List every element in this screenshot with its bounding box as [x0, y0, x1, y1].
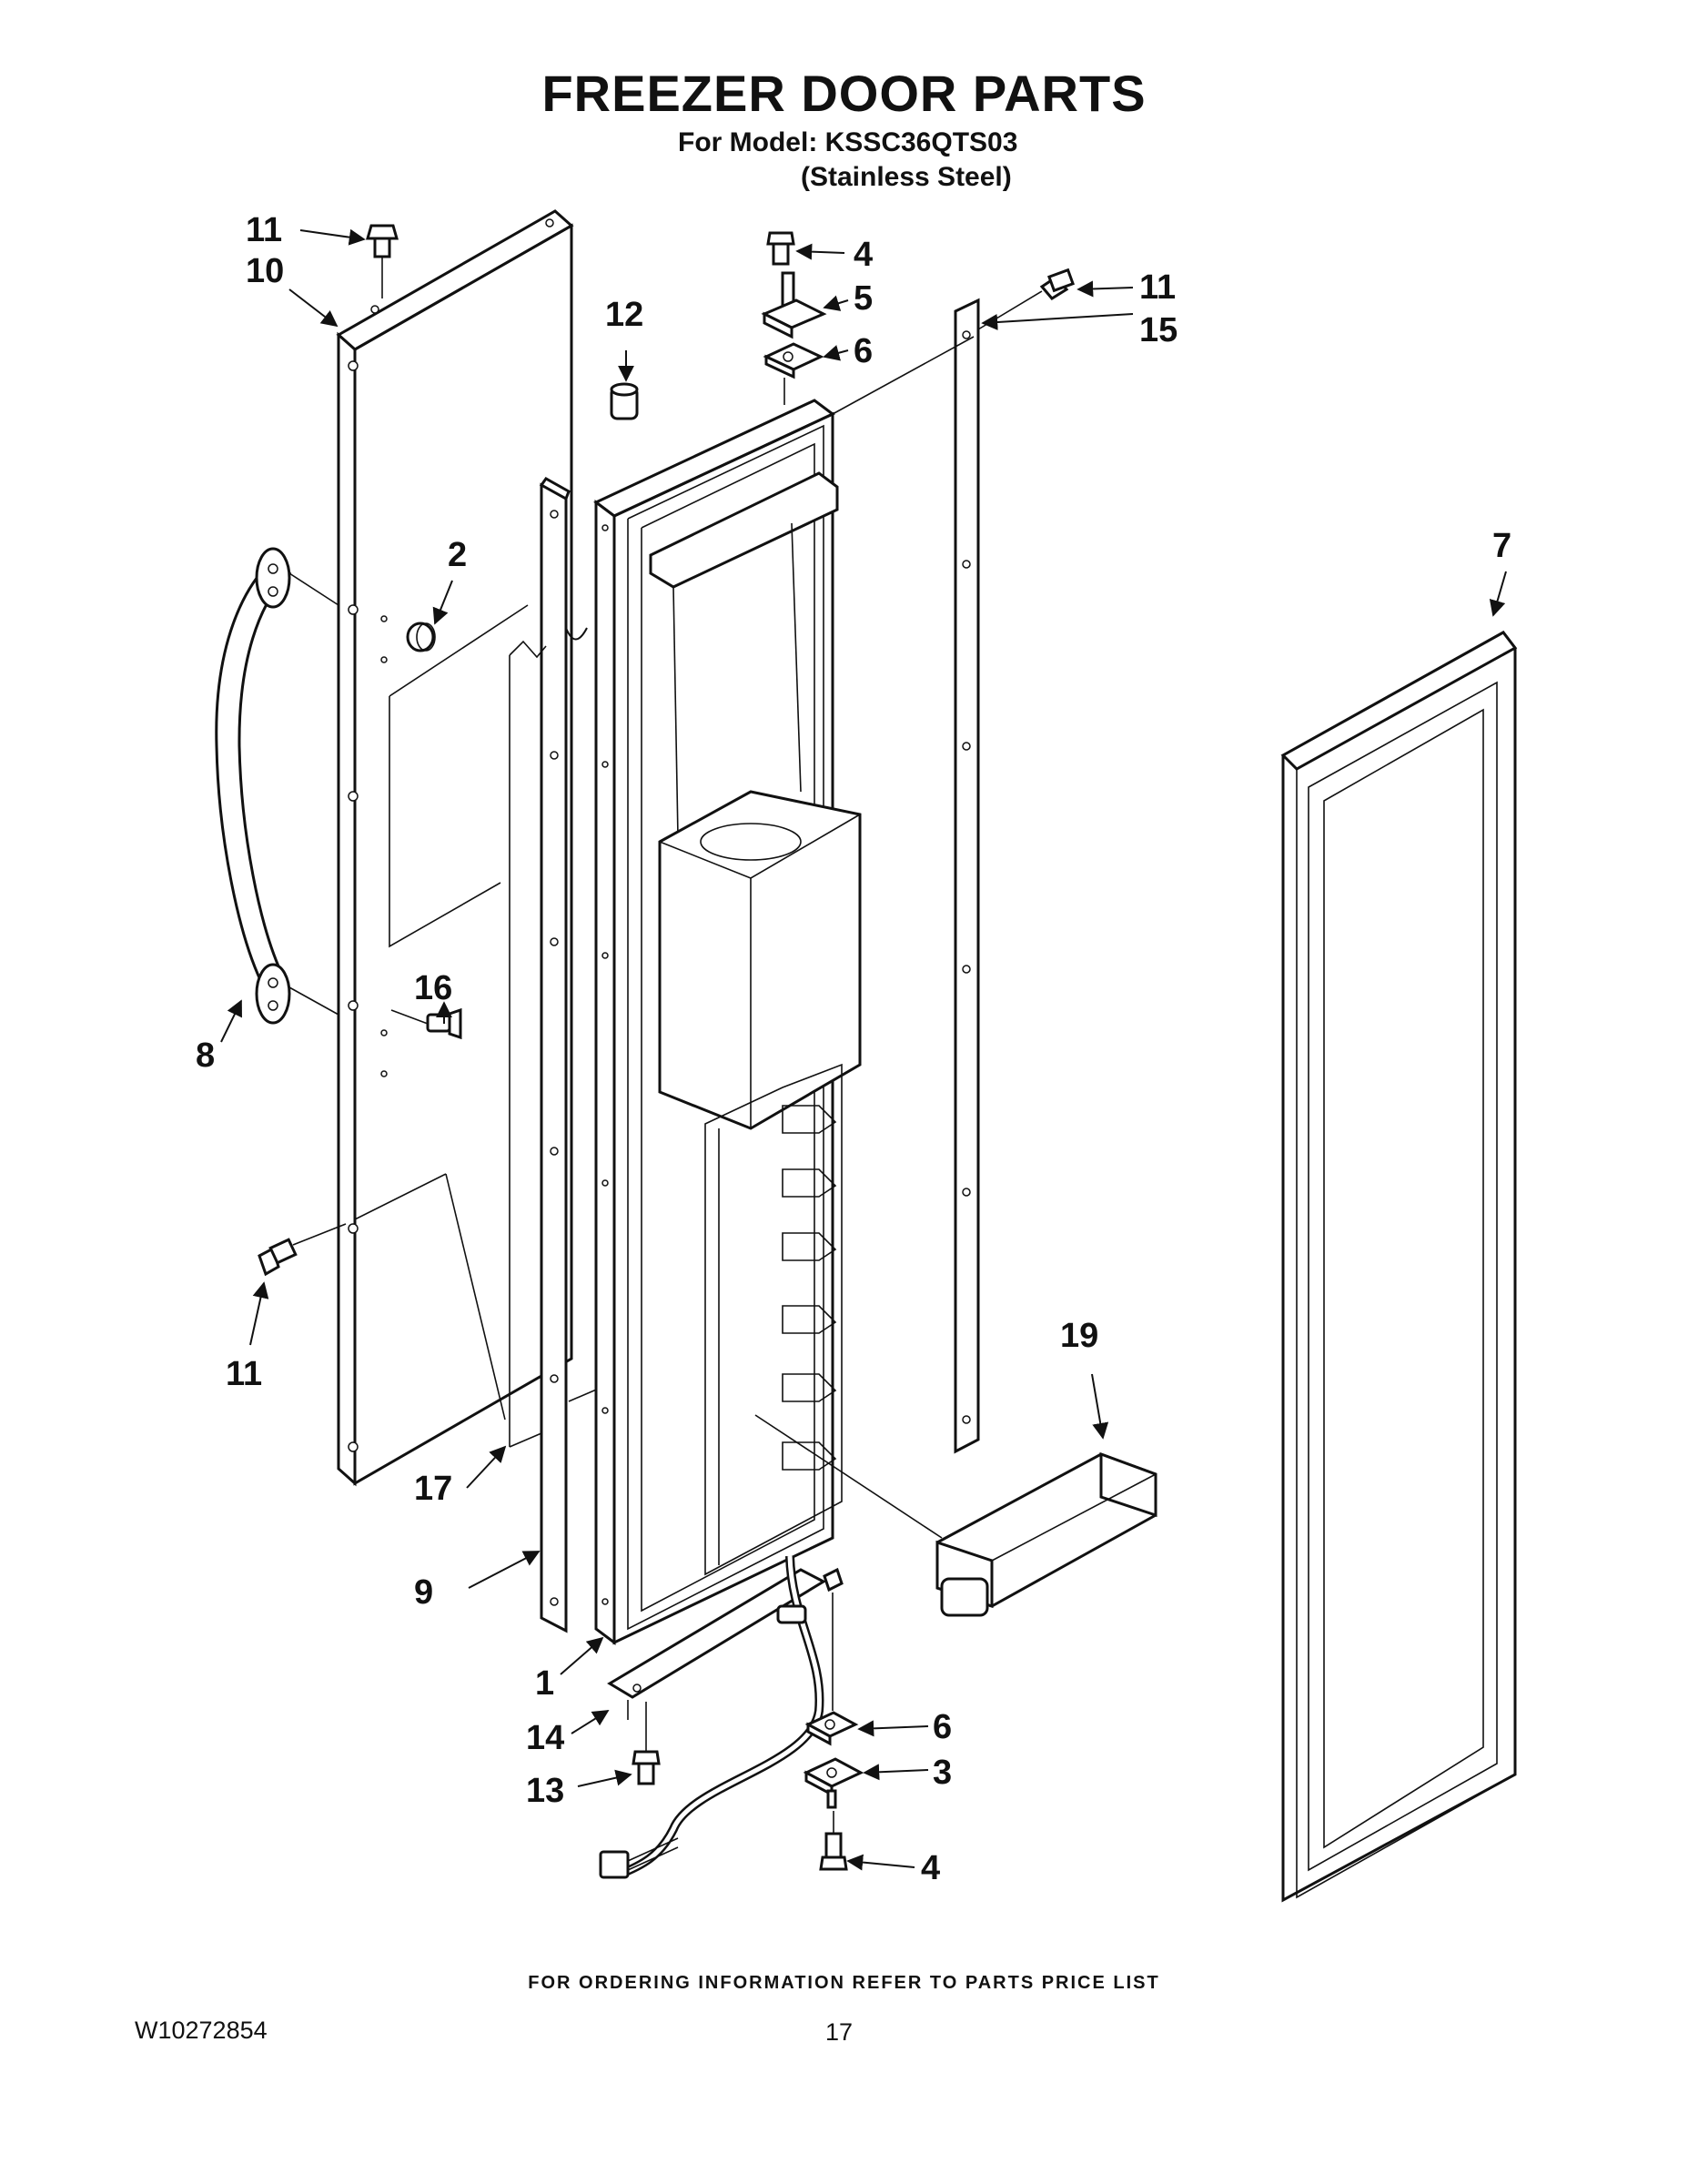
callout-11-top: 11 [246, 211, 282, 249]
part-5-top-hinge [761, 271, 827, 339]
callout-13: 13 [526, 1772, 564, 1810]
callout-17: 17 [414, 1470, 452, 1508]
part-9-trim-strip [539, 477, 588, 1633]
part-11-screw-right [973, 268, 1075, 333]
part-8-handle [215, 547, 339, 1025]
wire-harness [599, 1555, 824, 1879]
part-12-plug [610, 382, 639, 420]
callout-8: 8 [196, 1036, 215, 1075]
callout-9: 9 [414, 1573, 433, 1612]
callout-11-lower: 11 [226, 1355, 262, 1393]
part-14-bottom-bracket [607, 1568, 827, 1720]
callout-4-top: 4 [854, 236, 873, 274]
callout-4-bottom: 4 [921, 1849, 940, 1887]
part-3-bottom-hinge [803, 1757, 864, 1809]
part-1-door-liner [593, 399, 862, 1645]
ordering-note: FOR ORDERING INFORMATION REFER TO PARTS … [528, 1973, 1160, 1993]
part-2-bumper [406, 622, 436, 652]
callout-15: 15 [1139, 311, 1178, 349]
callout-3: 3 [933, 1754, 952, 1792]
part-11-screw-lower [258, 1223, 347, 1277]
part-11-screw-top [366, 224, 399, 298]
part-10-door-panel [336, 209, 574, 1487]
model-number: For Model: KSSC36QTS03 [678, 127, 1018, 157]
part-6-hinge-shim-bottom [804, 1711, 859, 1746]
part-6-hinge-shim-top [763, 342, 824, 379]
callout-10: 10 [246, 252, 284, 290]
callout-12: 12 [605, 296, 643, 334]
part-15-trim-strip [954, 298, 980, 1454]
part-7-door-gasket [1280, 631, 1518, 1903]
page-number: 17 [825, 2018, 854, 2046]
callout-labels: 11 10 12 4 5 6 11 15 2 7 16 8 11 19 17 9… [196, 211, 1511, 1887]
callout-16: 16 [414, 969, 452, 1007]
callout-19: 19 [1060, 1317, 1098, 1355]
callout-6-top: 6 [854, 332, 873, 370]
callout-2: 2 [448, 536, 467, 574]
leader-arrows [220, 228, 1507, 1871]
callout-11-right: 11 [1139, 268, 1176, 307]
callout-1: 1 [535, 1664, 554, 1703]
model-finish: (Stainless Steel) [801, 162, 1012, 192]
callout-14: 14 [526, 1719, 564, 1757]
callout-7: 7 [1492, 527, 1511, 565]
callout-5: 5 [854, 279, 873, 318]
part-4-hinge-screw-top [766, 231, 795, 266]
part-4-hinge-screw-bottom [819, 1811, 848, 1871]
part-19-door-bin [935, 1451, 1157, 1617]
document-number: W10272854 [135, 2017, 268, 2044]
part-13-screw [632, 1702, 661, 1785]
callout-6-bottom: 6 [933, 1708, 952, 1746]
page-title: FREEZER DOOR PARTS [541, 65, 1147, 122]
part-16-screw [390, 1007, 462, 1040]
